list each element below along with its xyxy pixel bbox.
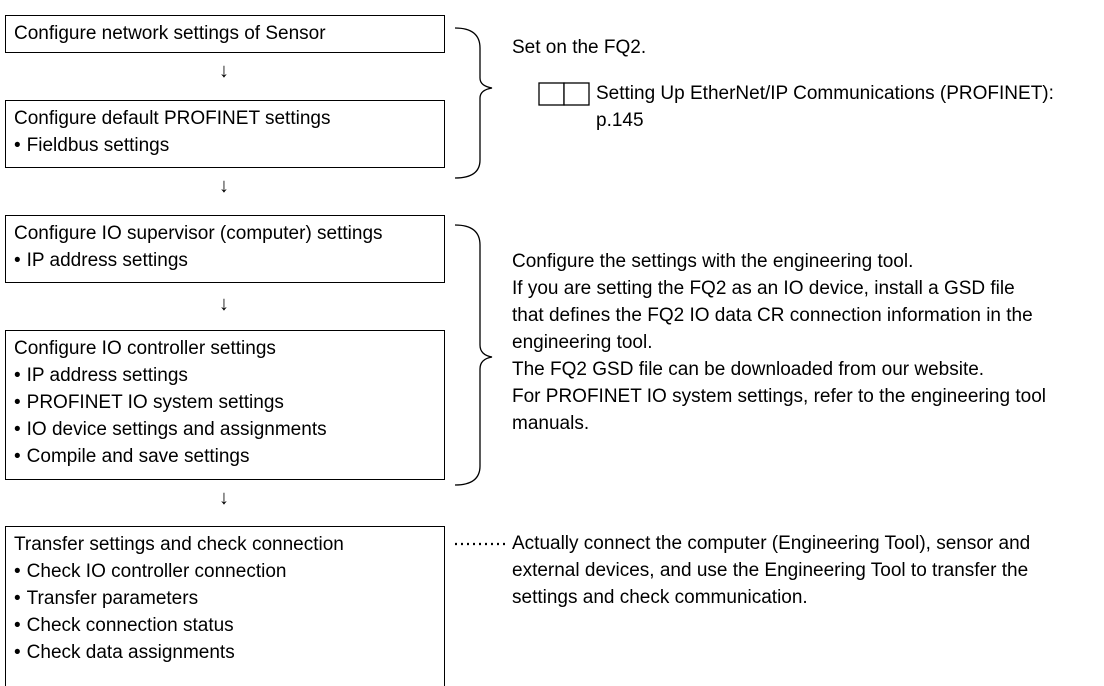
step-box-network: Configure network settings of Sensor xyxy=(5,15,445,53)
step-items: •Fieldbus settings xyxy=(14,132,436,159)
book-icon xyxy=(538,82,590,106)
list-item: •IO device settings and assignments xyxy=(14,419,327,440)
step-box-profinet-default: Configure default PROFINET settings •Fie… xyxy=(5,100,445,168)
step-box-io-controller: Configure IO controller settings •IP add… xyxy=(5,330,445,480)
note-engineering-tool: Configure the settings with the engineer… xyxy=(512,251,1046,434)
flow-arrow: ↓ xyxy=(219,293,229,315)
flow-arrow: ↓ xyxy=(219,175,229,197)
brace-fq2 xyxy=(454,27,493,179)
flow-arrow: ↓ xyxy=(219,60,229,82)
note-fq2: Set on the FQ2. xyxy=(512,37,647,58)
step-box-io-supervisor: Configure IO supervisor (computer) setti… xyxy=(5,215,445,283)
list-item: •Compile and save settings xyxy=(14,446,250,467)
list-item: •IP address settings xyxy=(14,250,188,271)
list-item: •Check data assignments xyxy=(14,642,235,663)
list-item: •Fieldbus settings xyxy=(14,135,170,156)
step-title: Configure IO supervisor (computer) setti… xyxy=(14,223,383,244)
brace-engineering xyxy=(454,224,493,486)
step-title: Configure IO controller settings xyxy=(14,338,276,359)
flow-arrow: ↓ xyxy=(219,487,229,509)
step-title: Configure network settings of Sensor xyxy=(14,23,326,44)
note-book-reference: Setting Up EtherNet/IP Communications (P… xyxy=(596,83,1054,131)
step-box-transfer: Transfer settings and check connection •… xyxy=(5,526,445,686)
list-item: •Check connection status xyxy=(14,615,234,636)
step-items: •Check IO controller connection •Transfe… xyxy=(14,558,436,666)
note-transfer: Actually connect the computer (Engineeri… xyxy=(512,533,1031,608)
step-items: •IP address settings xyxy=(14,247,436,274)
list-item: •Transfer parameters xyxy=(14,588,199,609)
step-items: •IP address settings •PROFINET IO system… xyxy=(14,362,436,470)
list-item: •Check IO controller connection xyxy=(14,561,287,582)
step-title: Configure default PROFINET settings xyxy=(14,108,331,129)
list-item: •IP address settings xyxy=(14,365,188,386)
list-item: •PROFINET IO system settings xyxy=(14,392,284,413)
step-title: Transfer settings and check connection xyxy=(14,534,344,555)
